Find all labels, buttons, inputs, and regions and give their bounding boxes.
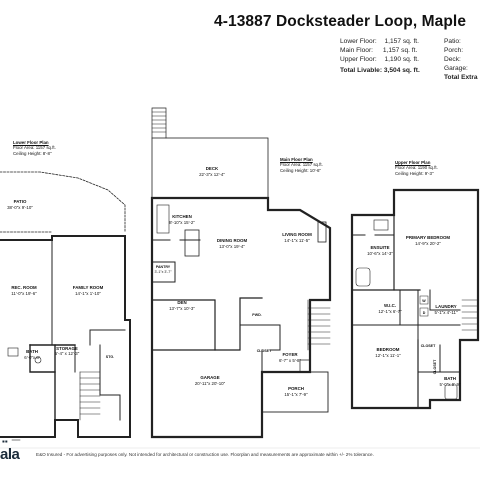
room-porch-label: PORCH — [288, 386, 304, 391]
room-patio-label: PATIO — [14, 199, 27, 204]
upper-floor-plan — [350, 188, 480, 410]
room-w-label: W — [422, 299, 426, 303]
room-primary-label: PRIMARY BEDROOM — [406, 235, 450, 240]
total-livable-area: Total Livable: 3,504 sq. ft. — [340, 67, 420, 74]
room-den-label: DEN — [177, 300, 186, 305]
room-rec-dim: 11'-0"x 19'-6" — [11, 291, 37, 296]
room-living-dim: 14'-1"x 11'-5" — [284, 238, 310, 243]
room-closet-u2-label: CLOSET — [433, 359, 437, 374]
upper-floor-info: Upper Floor Plan Floor Area: 1190 sq.ft.… — [395, 160, 438, 176]
room-closet-u1-label: CLOSET — [421, 344, 436, 348]
room-storage-dim: 5'-4" x 12'-3" — [55, 351, 80, 356]
lower-floor-plan — [0, 171, 131, 441]
room-foyer-label: FOYER — [282, 352, 298, 357]
room-foyer-dim: 6'-7" x 5'-8" — [279, 358, 302, 363]
lower-floor-info: Lower Floor Plan Floor Area: 1157 sq.ft.… — [13, 140, 56, 156]
room-stg-label: STG. — [106, 355, 114, 359]
room-bath-lower-label: BATH — [26, 349, 38, 354]
deck-area: Deck: — [444, 56, 461, 63]
room-kitchen-label: KITCHEN — [172, 214, 192, 219]
patio-area: Patio: — [444, 38, 461, 45]
room-porch-dim: 15'-1"x 7'-9" — [284, 392, 308, 397]
room-dining-label: DINING ROOM — [217, 238, 248, 243]
room-primary-dim: 14'-9"x 20'-2" — [415, 241, 441, 246]
room-bath-upper-dim: 5'-0"x 9'-9" — [440, 382, 461, 387]
room-bedroom-dim: 12'-1"x 11'-1" — [375, 353, 401, 358]
room-wic-label: W.I.C. — [384, 303, 396, 308]
room-family-dim: 14'-1"x 1'-10" — [75, 291, 101, 296]
room-laundry-dim: 5'-1"x 4'-11" — [434, 310, 457, 315]
room-bedroom-label: BEDROOM — [377, 347, 400, 352]
room-ensuite-dim: 10'-6"x 14'-3" — [367, 251, 393, 256]
porch-area: Porch: — [444, 47, 464, 54]
room-closet-label: CLOSET — [257, 349, 272, 353]
room-ensuite-label: ENSUITE — [370, 245, 389, 250]
room-garage-dim: 20'-11"x 20'-10" — [195, 381, 226, 386]
disclaimer-text: E&O Insured - For advertising purposes o… — [36, 452, 374, 457]
room-garage-label: GARAGE — [200, 375, 219, 380]
room-storage-label: STORAGE — [56, 346, 78, 351]
room-d-label: D — [423, 311, 426, 315]
room-living-label: LIVING ROOM — [282, 232, 312, 237]
main-floor-area: Main Floor: 1,157 sq. ft. — [340, 47, 418, 54]
room-bath-lower-dim: 6'-0"x 8' — [24, 355, 40, 360]
brand-mark-icon: ▪▪ — [2, 437, 8, 446]
room-deck-dim: 22'-3"x 12'-4" — [199, 172, 225, 177]
room-rec-label: REC. ROOM — [11, 285, 37, 290]
room-wic-dim: 12'-1"x 6'-7" — [378, 309, 402, 314]
room-den-dim: 13'-7"x 10'-3" — [169, 306, 195, 311]
room-laundry-label: LAUNDRY — [435, 304, 456, 309]
room-dining-dim: 13'-0"x 19'-4" — [219, 244, 245, 249]
room-pantry-dim: 3'-1"x 3'-7" — [154, 270, 172, 274]
upper-floor-area: Upper Floor: 1,190 sq. ft. — [340, 56, 419, 63]
room-bath-upper-label: BATH — [444, 376, 456, 381]
room-patio-dim: 38'-0"x 9'-10" — [7, 205, 33, 210]
main-floor-info: Main Floor Plan Floor Area: 1157 sq.ft. … — [280, 157, 323, 173]
room-deck-label: DECK — [206, 166, 219, 171]
total-extra-area: Total Extra — [444, 74, 478, 81]
room-family-label: FAMILY ROOM — [73, 285, 104, 290]
main-floor-plan — [150, 107, 332, 439]
brand-logo: ala — [0, 446, 20, 463]
listing-title: 4-13887 Docksteader Loop, Maple — [214, 13, 467, 30]
room-kitchen-dim: 8'-10"x 15'-2" — [169, 220, 195, 225]
lower-floor-area: Lower Floor: 1,157 sq. ft. — [340, 38, 419, 45]
garage-area: Garage: — [444, 65, 468, 72]
room-pantry-label: PANTRY — [156, 265, 171, 269]
room-pwd-label: PWD. — [252, 313, 261, 317]
